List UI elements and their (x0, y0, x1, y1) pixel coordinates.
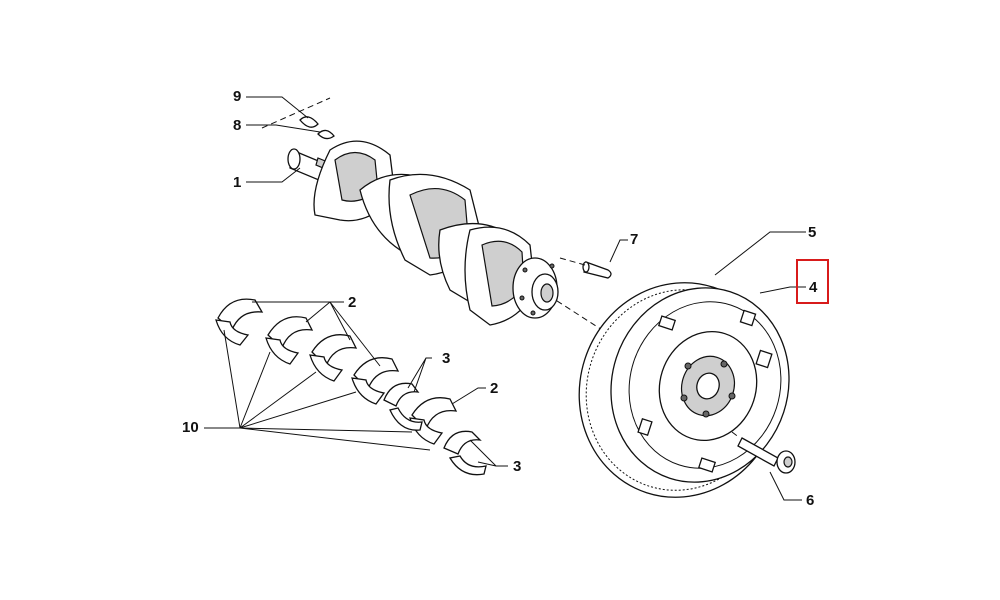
crankshaft[interactable] (261, 97, 611, 336)
callout-5: 5 (808, 224, 816, 241)
callout-7: 7 (630, 231, 638, 248)
woodruff-key-8[interactable] (317, 129, 335, 140)
callout-6: 6 (806, 492, 814, 509)
callout-2-top: 2 (348, 294, 356, 311)
callout-10: 10 (182, 419, 199, 436)
flywheel-bolt[interactable] (731, 431, 796, 474)
callout-3-top: 3 (442, 350, 450, 367)
dowel-pin[interactable] (559, 257, 612, 279)
highlight-box-callout-4 (796, 259, 829, 304)
woodruff-key-9[interactable] (299, 116, 319, 128)
thrust-washers[interactable] (383, 382, 487, 476)
callout-4: 4 (809, 279, 818, 296)
leader-lines (204, 96, 806, 501)
callout-2-bottom: 2 (490, 380, 498, 397)
callout-8: 8 (233, 117, 241, 134)
callout-1: 1 (233, 174, 241, 191)
callout-3-bottom: 3 (513, 458, 521, 475)
callout-9: 9 (233, 88, 241, 105)
dual-mass-flywheel[interactable] (552, 256, 814, 523)
